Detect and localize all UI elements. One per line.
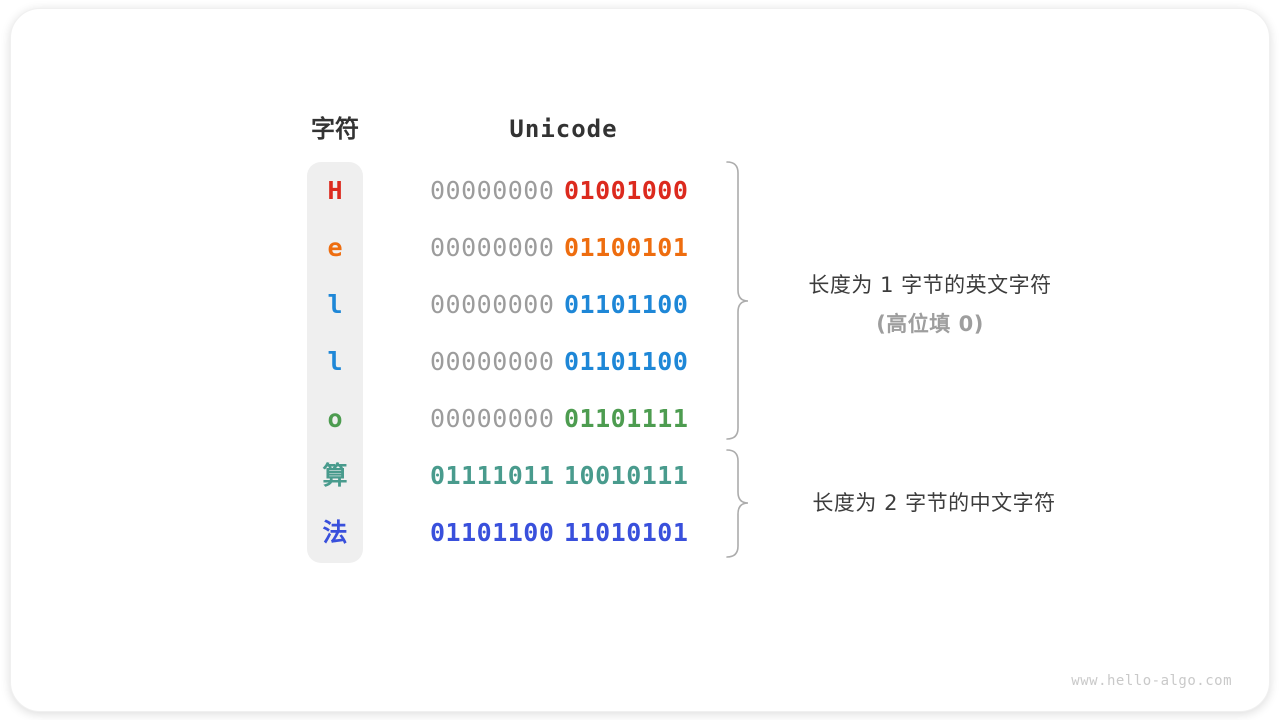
curly-brace-icon bbox=[726, 161, 749, 440]
watermark: www.hello-algo.com bbox=[1071, 673, 1232, 689]
table-row: 算 01111011 10010111 bbox=[307, 460, 727, 492]
char-cell: e bbox=[327, 233, 343, 262]
byte-low: 01001000 bbox=[564, 176, 689, 205]
byte-low: 01101100 bbox=[564, 290, 689, 319]
byte-high: 01101100 bbox=[430, 518, 555, 547]
byte-low: 11010101 bbox=[564, 518, 689, 547]
annotation-chinese-chars: 长度为 2 字节的中文字符 bbox=[812, 491, 1056, 515]
byte-low: 10010111 bbox=[564, 461, 689, 490]
byte-high: 00000000 bbox=[430, 347, 555, 376]
char-cell: l bbox=[327, 290, 343, 319]
table-row: 法 01101100 11010101 bbox=[307, 517, 727, 549]
annotation-high-bits-zero: (高位填 0) bbox=[876, 312, 984, 336]
byte-high: 01111011 bbox=[430, 461, 555, 490]
byte-low: 01101100 bbox=[564, 347, 689, 376]
char-column-background bbox=[307, 162, 363, 563]
figure-card bbox=[10, 8, 1270, 712]
annotation-english-chars: 长度为 1 字节的英文字符 bbox=[808, 273, 1052, 297]
byte-high: 00000000 bbox=[430, 404, 555, 433]
byte-low: 01100101 bbox=[564, 233, 689, 262]
table-row: H 00000000 01001000 bbox=[307, 175, 727, 207]
byte-high: 00000000 bbox=[430, 233, 555, 262]
char-cell: 算 bbox=[322, 461, 348, 490]
char-cell: o bbox=[327, 404, 343, 433]
char-cell: H bbox=[327, 176, 343, 205]
table-row: e 00000000 01100101 bbox=[307, 232, 727, 264]
char-cell: 法 bbox=[322, 518, 348, 547]
table-row: l 00000000 01101100 bbox=[307, 346, 727, 378]
curly-brace-icon bbox=[726, 449, 749, 558]
table-row: o 00000000 01101111 bbox=[307, 403, 727, 435]
byte-high: 00000000 bbox=[430, 290, 555, 319]
char-cell: l bbox=[327, 347, 343, 376]
byte-high: 00000000 bbox=[430, 176, 555, 205]
header-char-label: 字符 bbox=[311, 115, 359, 143]
header-unicode-label: Unicode bbox=[509, 115, 618, 143]
table-row: l 00000000 01101100 bbox=[307, 289, 727, 321]
byte-low: 01101111 bbox=[564, 404, 689, 433]
